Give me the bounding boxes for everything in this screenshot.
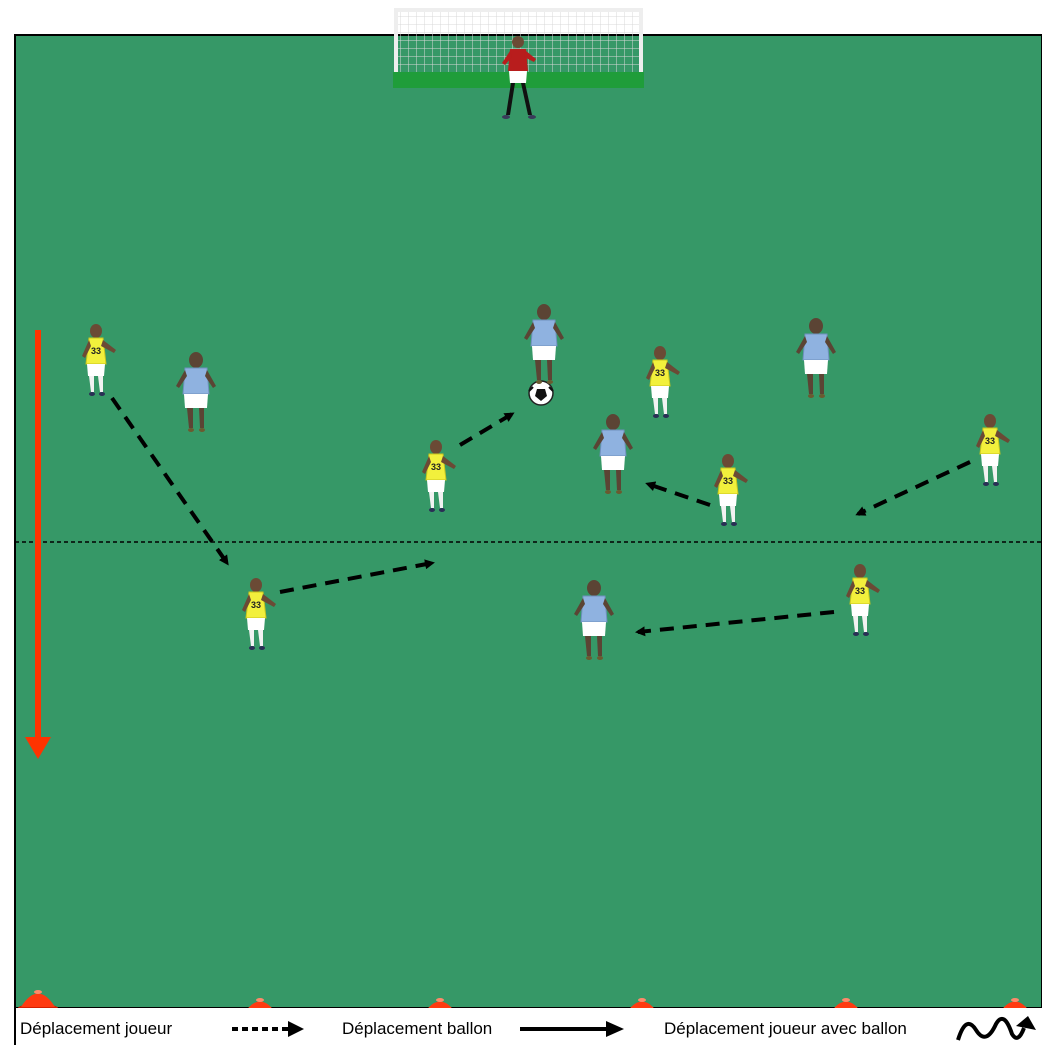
pass-arrow — [645, 481, 711, 507]
pass-arrow — [110, 396, 229, 566]
legend: Déplacement joueur Déplacement ballon Dé… — [0, 1008, 1042, 1045]
pass-arrow — [279, 559, 435, 594]
pass-arrow — [458, 412, 515, 447]
pass-arrow — [855, 460, 971, 516]
pass-arrow — [635, 610, 835, 637]
ball-movement-arrows — [110, 396, 971, 637]
pitch — [14, 34, 1042, 1009]
dotted-arrow-icon — [232, 1021, 304, 1037]
legend-player-movement-label: Déplacement joueur — [20, 1019, 172, 1038]
goalkeeper-icon — [502, 36, 536, 119]
wavy-arrow-icon — [956, 1016, 1036, 1041]
soccer-ball-icon — [528, 380, 554, 406]
legend-dribble-label: Déplacement joueur avec ballon — [664, 1019, 907, 1038]
legend-ball-movement-label: Déplacement ballon — [342, 1019, 492, 1038]
solid-arrow-icon — [520, 1021, 624, 1037]
